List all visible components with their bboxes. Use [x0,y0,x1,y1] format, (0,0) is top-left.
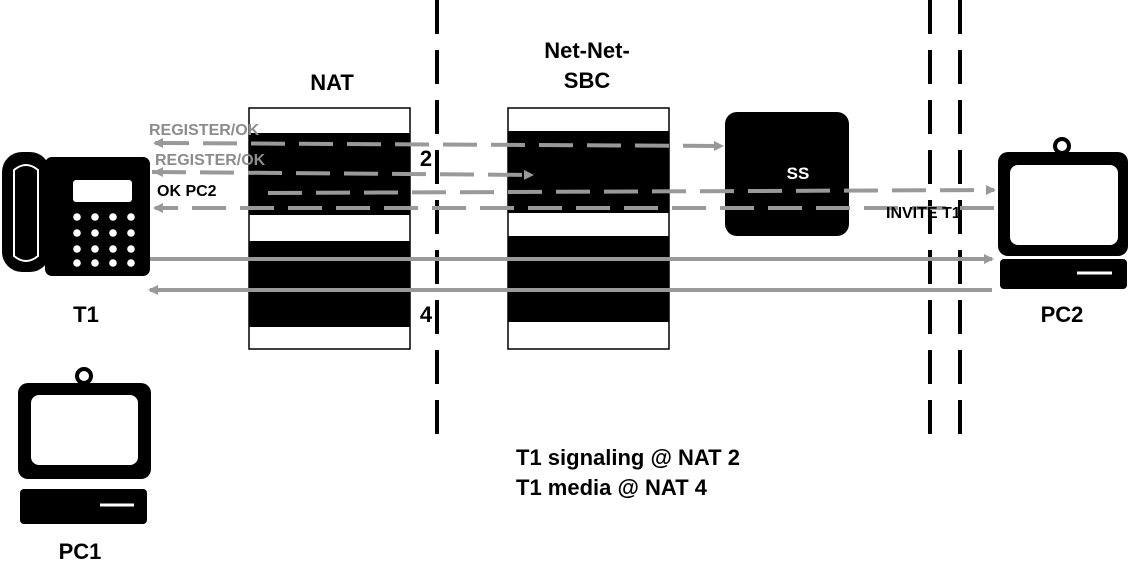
invite-t1-label: INVITE T1 [886,205,961,222]
note-signaling: T1 signaling @ NAT 2 [516,445,740,470]
boundary-lines [435,0,962,440]
register-ok-label-2: REGISTER/OK [155,152,266,169]
sbc-label-line2: SBC [564,68,611,93]
ok-pc2-label: OK PC2 [157,183,217,200]
sbc-box [507,107,670,350]
phone-t1-icon [2,152,150,276]
note-media: T1 media @ NAT 4 [516,475,708,500]
softswitch-label: SS [787,164,810,183]
sbc-media-band [508,236,669,322]
nat-media-band [249,241,410,327]
pc1-label: PC1 [59,539,102,564]
nat-box [248,107,411,350]
pc2-label: PC2 [1041,302,1084,327]
sbc-label-line1: Net-Net- [544,38,630,63]
register-ok-label-1: REGISTER/OK [149,122,260,139]
signaling-arrows [151,138,996,213]
nat-port-media: 4 [420,302,433,327]
media-arrows [148,254,994,295]
nat-port-signaling: 2 [420,146,432,171]
pc1-icon [18,367,151,524]
invite-arrow-to-pc2 [267,185,996,196]
pc2-icon [998,137,1128,289]
nat-label: NAT [310,70,354,95]
t1-label: T1 [73,302,99,327]
register-arrow-2 [151,169,534,180]
softswitch-box [725,112,849,236]
